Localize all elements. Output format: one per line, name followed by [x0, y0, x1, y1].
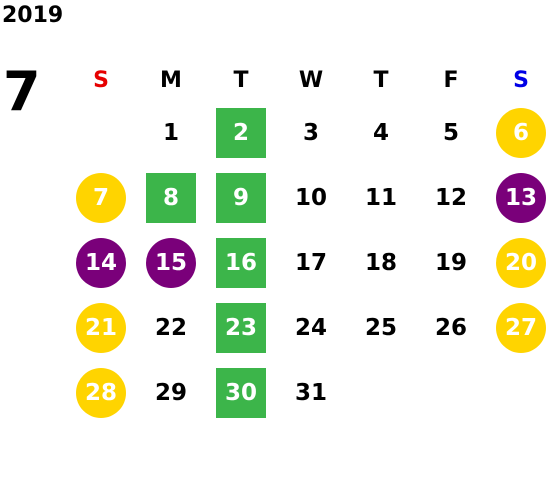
day-cell-7[interactable]: 7 [66, 165, 136, 230]
weekday-header-mon: M [160, 67, 182, 93]
day-cell-6[interactable]: 6 [486, 100, 548, 165]
day-cell-31[interactable]: 31 [276, 360, 346, 425]
day-marker-circle-purple: 13 [496, 172, 546, 223]
day-cell-22[interactable]: 22 [136, 295, 206, 360]
day-cell-20[interactable]: 20 [486, 230, 548, 295]
day-number: 25 [364, 314, 397, 341]
weekday-header-wed: W [298, 67, 324, 93]
day-marker-circle-purple: 14 [76, 237, 126, 288]
day-number: 12 [434, 184, 467, 211]
day-cell-28[interactable]: 28 [66, 360, 136, 425]
weekday-header-sun: S [93, 67, 109, 93]
day-cell-19[interactable]: 19 [416, 230, 486, 295]
year-label: 2019 [2, 3, 64, 28]
day-number: 10 [294, 184, 327, 211]
day-cell-14[interactable]: 14 [66, 230, 136, 295]
day-number: 31 [294, 379, 327, 406]
day-cell-18[interactable]: 18 [346, 230, 416, 295]
day-marker-circle-yellow: 28 [76, 367, 126, 418]
day-cell-12[interactable]: 12 [416, 165, 486, 230]
day-number: 4 [372, 119, 389, 146]
day-number: 22 [154, 314, 187, 341]
day-cell-21[interactable]: 21 [66, 295, 136, 360]
day-marker-circle-yellow: 20 [496, 237, 546, 288]
day-cell-30[interactable]: 30 [206, 360, 276, 425]
day-cell-8[interactable]: 8 [136, 165, 206, 230]
day-marker-square-green: 2 [216, 107, 266, 158]
day-number: 17 [294, 249, 327, 276]
day-number: 3 [302, 119, 319, 146]
empty-day-cell [416, 360, 486, 425]
day-cell-25[interactable]: 25 [346, 295, 416, 360]
day-cell-24[interactable]: 24 [276, 295, 346, 360]
day-number: 24 [294, 314, 327, 341]
day-cell-9[interactable]: 9 [206, 165, 276, 230]
day-number: 29 [154, 379, 187, 406]
weekday-header-thu: T [373, 67, 389, 93]
day-marker-circle-purple: 15 [146, 237, 196, 288]
day-cell-10[interactable]: 10 [276, 165, 346, 230]
empty-day-cell [486, 360, 548, 425]
day-cell-27[interactable]: 27 [486, 295, 548, 360]
day-number: 5 [442, 119, 459, 146]
day-cell-23[interactable]: 23 [206, 295, 276, 360]
day-marker-circle-yellow: 21 [76, 302, 126, 353]
weekday-header-tue: T [233, 67, 249, 93]
month-label: 7 [3, 60, 41, 123]
day-number: 1 [162, 119, 179, 146]
day-cell-16[interactable]: 16 [206, 230, 276, 295]
day-cell-26[interactable]: 26 [416, 295, 486, 360]
day-cell-17[interactable]: 17 [276, 230, 346, 295]
day-cell-13[interactable]: 13 [486, 165, 548, 230]
day-cell-15[interactable]: 15 [136, 230, 206, 295]
day-number: 19 [434, 249, 467, 276]
day-marker-square-green: 30 [216, 367, 266, 418]
day-marker-circle-yellow: 6 [496, 107, 546, 158]
empty-day-cell [66, 100, 136, 165]
empty-day-cell [346, 360, 416, 425]
day-marker-square-green: 16 [216, 237, 266, 288]
day-marker-square-green: 23 [216, 302, 266, 353]
day-cell-11[interactable]: 11 [346, 165, 416, 230]
day-number: 26 [434, 314, 467, 341]
weekday-header-fri: F [443, 67, 459, 93]
day-cell-3[interactable]: 3 [276, 100, 346, 165]
day-cell-4[interactable]: 4 [346, 100, 416, 165]
day-cell-5[interactable]: 5 [416, 100, 486, 165]
day-cell-1[interactable]: 1 [136, 100, 206, 165]
weekday-header-sat: S [513, 67, 529, 93]
day-marker-circle-yellow: 27 [496, 302, 546, 353]
day-marker-square-green: 8 [146, 172, 196, 223]
day-number: 11 [364, 184, 397, 211]
day-cell-29[interactable]: 29 [136, 360, 206, 425]
day-cell-2[interactable]: 2 [206, 100, 276, 165]
day-marker-circle-yellow: 7 [76, 172, 126, 223]
day-number: 18 [364, 249, 397, 276]
day-marker-square-green: 9 [216, 172, 266, 223]
